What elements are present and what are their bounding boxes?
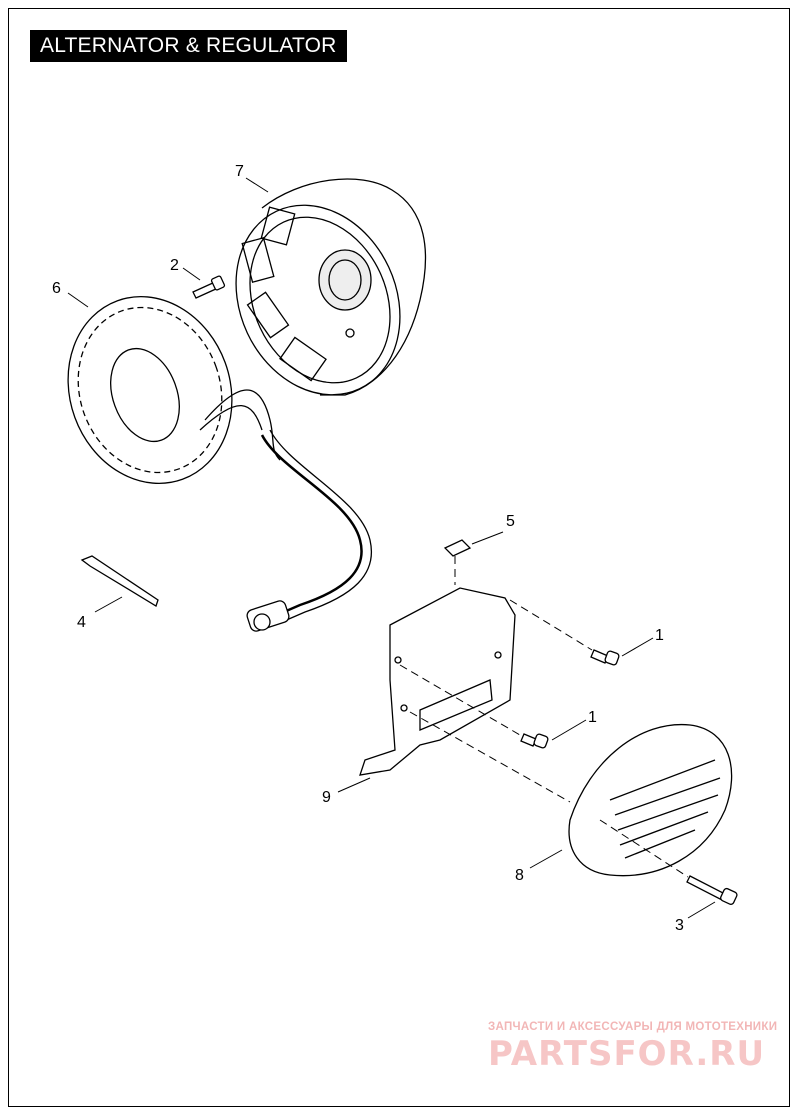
rotor-part <box>235 178 427 396</box>
screw-part-2 <box>192 275 226 299</box>
callout-1b: 1 <box>588 709 597 726</box>
screw-part-1a <box>590 649 620 666</box>
callout-2: 2 <box>170 257 179 274</box>
callout-5: 5 <box>506 513 515 530</box>
screw-part-1b <box>520 733 549 749</box>
callout-8: 8 <box>515 867 524 884</box>
watermark-tagline: ЗАПЧАСТИ И АКСЕССУАРЫ ДЛЯ МОТОТЕХНИКИ <box>488 1021 778 1033</box>
regulator-part <box>568 723 733 877</box>
page-title: ALTERNATOR & REGULATOR <box>30 30 347 62</box>
callout-6: 6 <box>52 280 61 297</box>
screw-part-3 <box>686 875 738 905</box>
watermark-brand: PARTSFOR.RU <box>488 1034 766 1074</box>
callout-4: 4 <box>77 614 86 631</box>
callout-1a: 1 <box>655 627 664 644</box>
stator-cable <box>246 429 372 632</box>
leader-lines <box>67 177 716 919</box>
stator-part <box>67 295 281 485</box>
page-border <box>8 8 790 1107</box>
alignment-lines <box>399 556 689 878</box>
clip-part <box>443 539 472 557</box>
callout-9: 9 <box>322 789 331 806</box>
callout-3: 3 <box>675 917 684 934</box>
callout-7: 7 <box>235 163 244 180</box>
bracket-part <box>359 587 516 776</box>
cable-tie-part <box>80 555 159 607</box>
